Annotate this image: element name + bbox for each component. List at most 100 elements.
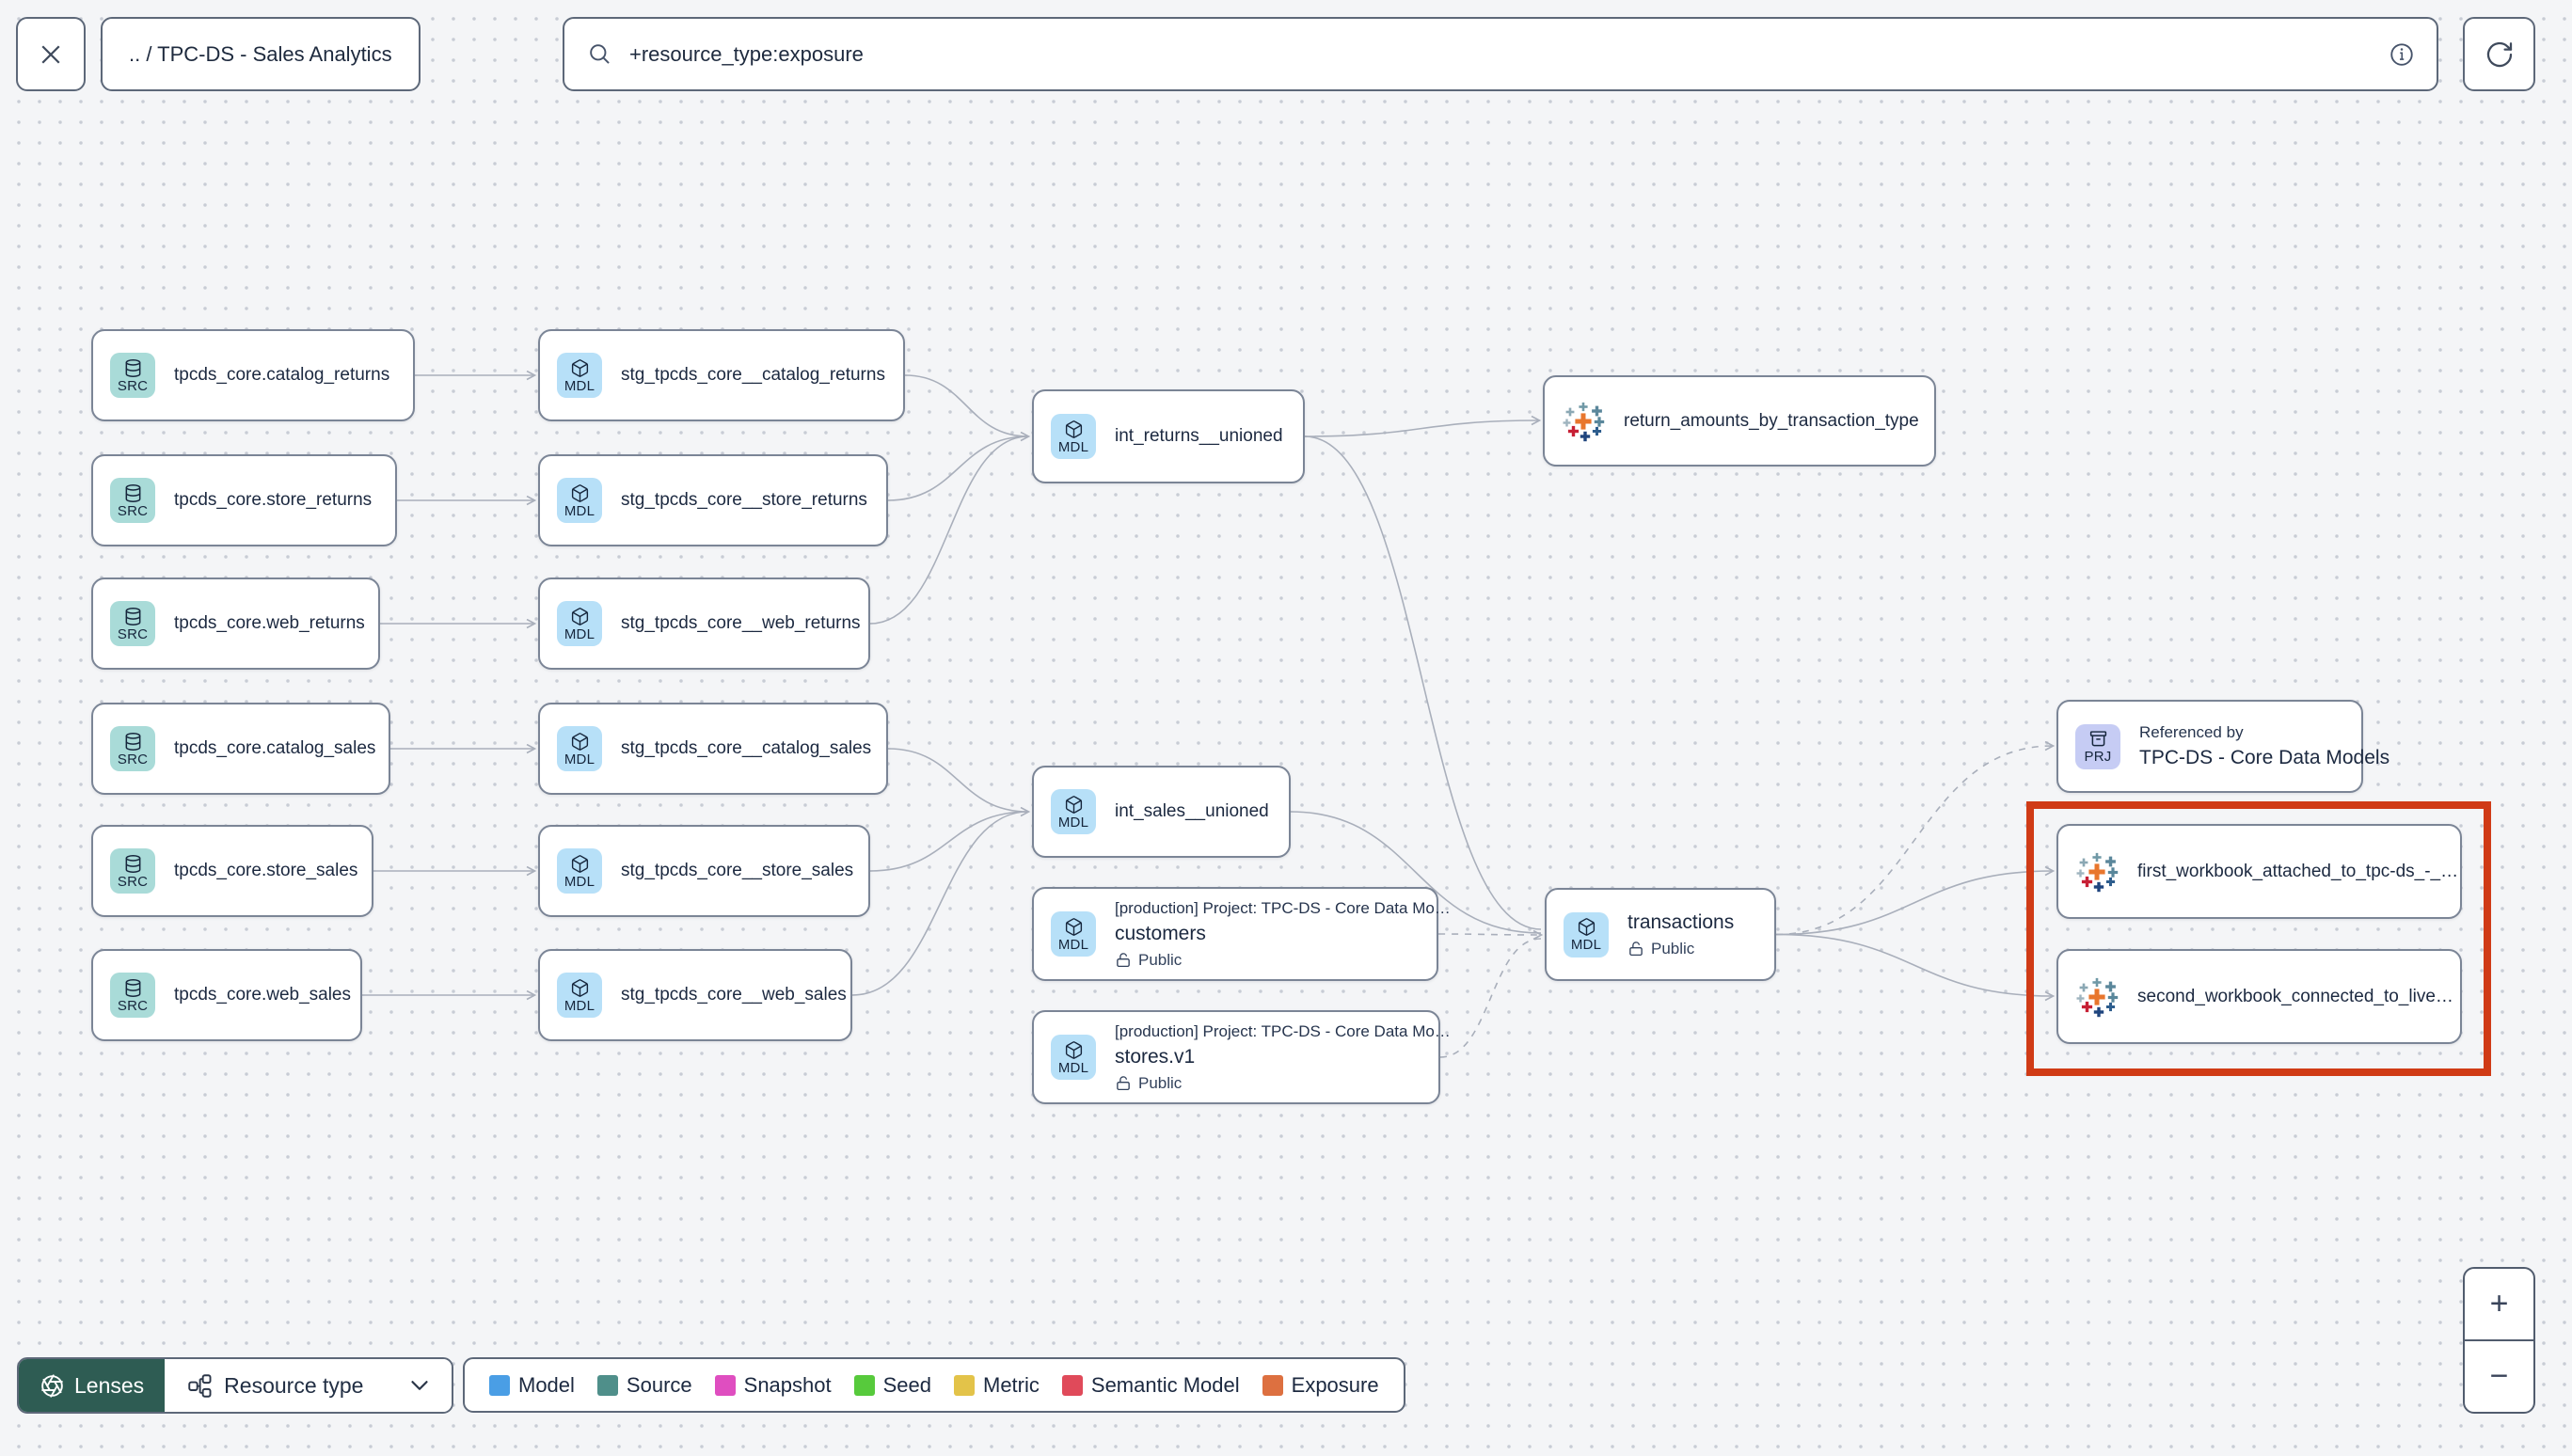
lenses-button[interactable]: Lenses — [19, 1359, 166, 1412]
legend-label: Snapshot — [743, 1372, 832, 1397]
badge-label: MDL — [564, 625, 595, 642]
node-label: transactions — [1627, 910, 1735, 933]
node-sublabel: [production] Project: TPC-DS - Core Data… — [1115, 1021, 1451, 1040]
node-label: stores.v1 — [1115, 1045, 1196, 1068]
badge-label: MDL — [564, 377, 595, 394]
legend-label: Exposure — [1291, 1372, 1379, 1397]
node-src_web_returns[interactable]: SRC tpcds_core.web_returns — [91, 578, 380, 670]
source-badge: SRC — [110, 848, 155, 894]
cube-icon — [1065, 917, 1082, 936]
close-button[interactable] — [16, 17, 86, 91]
node-stg_web_returns[interactable]: MDL stg_tpcds_core__web_returns — [538, 578, 870, 670]
badge-label: MDL — [1057, 814, 1089, 831]
node-label: second_workbook_connected_to_live… — [2137, 986, 2453, 1006]
node-label: stg_tpcds_core__web_sales — [621, 985, 847, 1005]
node-src_catalog_returns[interactable]: SRC tpcds_core.catalog_returns — [91, 329, 415, 421]
node-return_amounts[interactable]: return_amounts_by_transaction_type — [1543, 375, 1936, 467]
edge-int_returns-to-return_amounts — [1304, 420, 1539, 437]
badge-label: SRC — [117, 377, 149, 394]
edge-stg_store_sales-to-int_sales — [869, 812, 1028, 872]
node-wb2[interactable]: second_workbook_connected_to_live… — [2056, 949, 2462, 1044]
node-stg_web_sales[interactable]: MDL stg_tpcds_core__web_sales — [538, 949, 852, 1041]
edge-transactions-to-wb1 — [1775, 871, 2053, 936]
legend-label: Source — [626, 1372, 692, 1397]
node-int_sales[interactable]: MDL int_sales__unioned — [1032, 766, 1291, 858]
zoom-in-button[interactable]: + — [2489, 1286, 2509, 1321]
edge-stg_web_returns-to-int_returns — [869, 435, 1029, 625]
legend-item-model: Model — [489, 1373, 575, 1398]
cube-icon — [1065, 1040, 1082, 1059]
node-label: tpcds_core.catalog_returns — [174, 365, 390, 385]
node-src_store_returns[interactable]: SRC tpcds_core.store_returns — [91, 454, 397, 546]
badge-label: SRC — [117, 502, 149, 519]
model-badge: MDL — [1564, 911, 1609, 957]
legend-label: Seed — [882, 1372, 931, 1397]
search-icon — [590, 44, 610, 64]
search-input[interactable] — [627, 40, 2373, 68]
node-wb1[interactable]: first_workbook_attached_to_tpc-ds_-_… — [2056, 824, 2462, 919]
model-badge: MDL — [1051, 414, 1096, 459]
cube-icon — [1065, 419, 1082, 438]
model-badge: MDL — [557, 726, 602, 771]
legend-swatch — [714, 1374, 736, 1396]
node-customers[interactable]: MDL[production] Project: TPC-DS - Core D… — [1032, 887, 1451, 981]
model-badge: MDL — [557, 353, 602, 398]
node-sublabel: Referenced by — [2139, 723, 2244, 741]
project-badge: PRJ — [2075, 723, 2120, 769]
node-transactions[interactable]: MDL transactions Public — [1545, 888, 1776, 981]
cube-icon — [1578, 918, 1595, 936]
node-label: tpcds_core.store_returns — [174, 490, 373, 510]
tableau-icon — [1563, 402, 1605, 441]
legend-item-source: Source — [596, 1372, 692, 1398]
zoom-out-button[interactable]: − — [2489, 1358, 2509, 1394]
node-access: Public — [1627, 940, 1734, 958]
archive-icon — [2089, 731, 2106, 747]
node-label: int_sales__unioned — [1115, 801, 1269, 821]
edge-stg_catalog_returns-to-int_returns — [904, 374, 1029, 437]
node-label: stg_tpcds_core__store_sales — [621, 861, 854, 880]
hierarchy-icon — [188, 1373, 212, 1398]
refresh-button[interactable] — [2463, 17, 2535, 91]
model-badge: MDL — [557, 601, 602, 646]
cube-icon — [571, 854, 588, 873]
breadcrumb[interactable]: .. / TPC-DS - Sales Analytics — [101, 17, 421, 91]
database-icon — [125, 607, 140, 625]
badge-label: MDL — [564, 997, 595, 1014]
info-icon[interactable] — [2388, 40, 2416, 69]
database-icon — [125, 483, 140, 502]
node-stores[interactable]: MDL[production] Project: TPC-DS - Core D… — [1032, 1010, 1451, 1104]
node-label: stg_tpcds_core__catalog_returns — [621, 365, 885, 385]
legend-label: Semantic Model — [1090, 1372, 1240, 1397]
search-bar[interactable] — [563, 17, 2438, 91]
node-access: Public — [1115, 1074, 1451, 1093]
model-badge: MDL — [1051, 911, 1096, 957]
zoom-divider — [2465, 1339, 2533, 1341]
node-stg_catalog_returns[interactable]: MDL stg_tpcds_core__catalog_returns — [538, 329, 905, 421]
source-badge: SRC — [110, 601, 155, 646]
database-icon — [125, 978, 140, 997]
refresh-icon — [2486, 41, 2512, 67]
model-badge: MDL — [1051, 789, 1096, 834]
resource-type-dropdown[interactable]: Resource type — [165, 1359, 452, 1412]
node-label: tpcds_core.web_returns — [174, 613, 365, 633]
badge-label: MDL — [564, 502, 595, 519]
breadcrumb-label: .. / TPC-DS - Sales Analytics — [129, 41, 392, 66]
database-icon — [125, 732, 140, 751]
legend-swatch — [1262, 1374, 1283, 1396]
node-label: stg_tpcds_core__web_returns — [621, 613, 861, 633]
badge-label: MDL — [1057, 438, 1089, 455]
legend-swatch — [596, 1374, 618, 1396]
zoom-controls: + − — [2463, 1267, 2535, 1414]
badge-label: MDL — [1057, 936, 1089, 953]
